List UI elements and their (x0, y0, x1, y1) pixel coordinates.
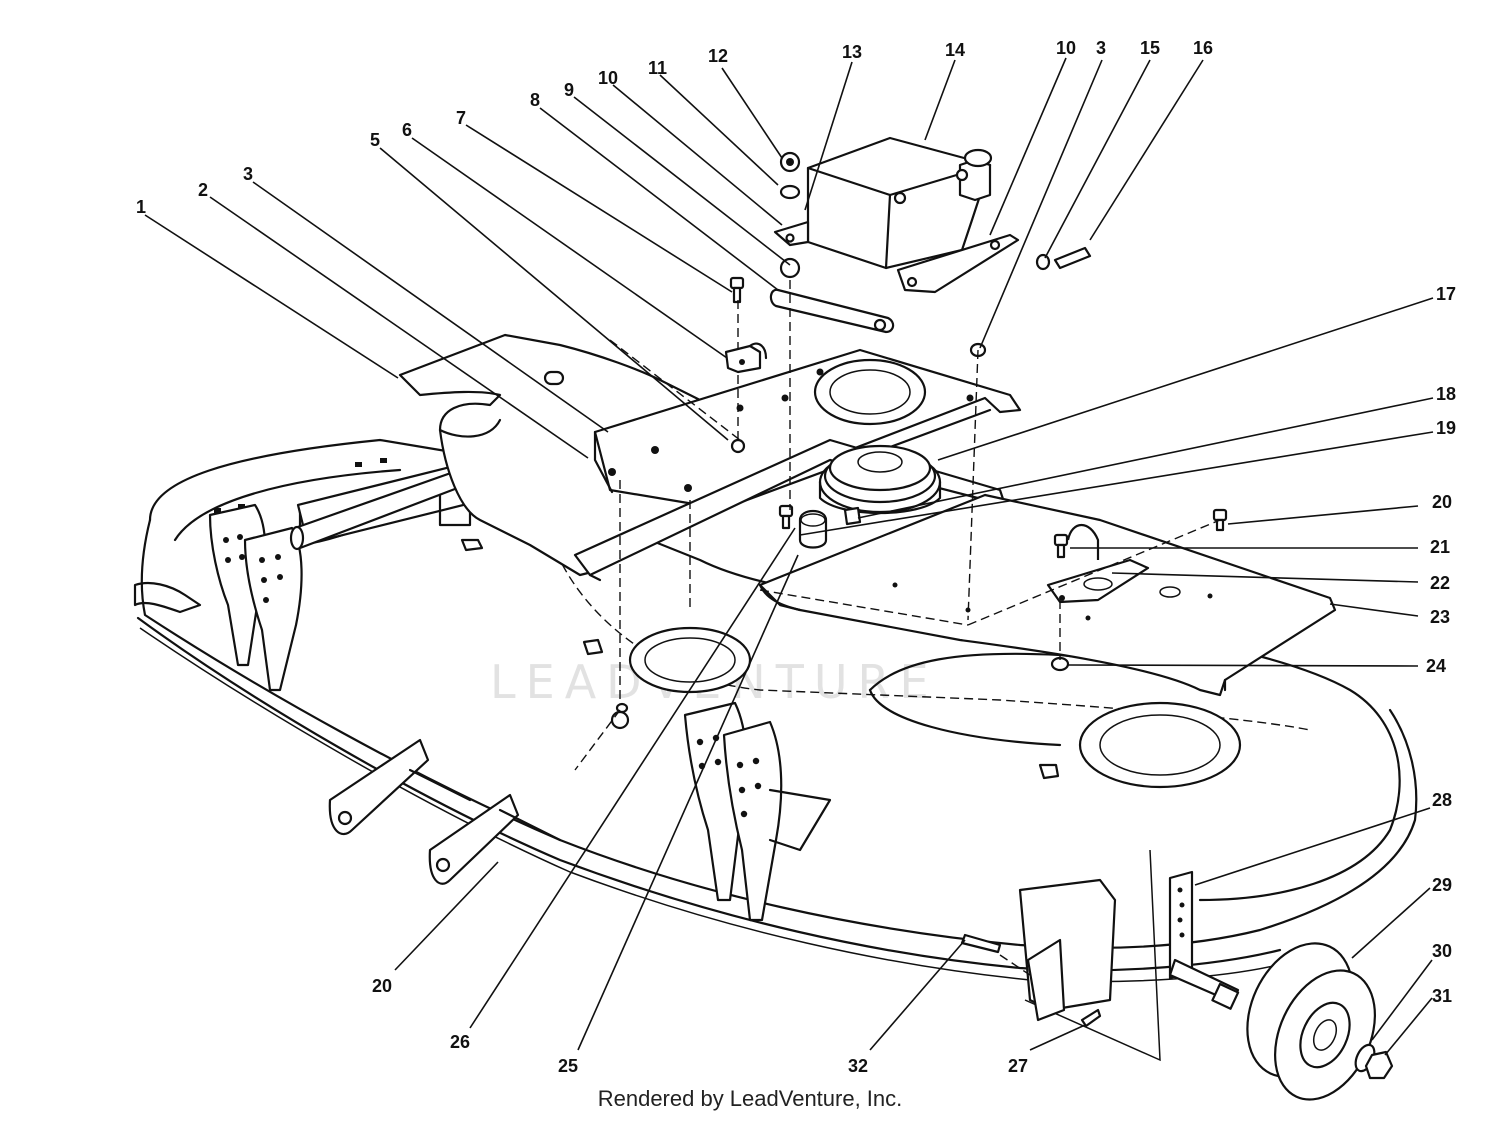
front-hanger-brackets (683, 701, 832, 922)
callout-17: 17 (1436, 284, 1456, 304)
callout-18: 18 (1436, 384, 1456, 404)
callout-25: 25 (558, 1056, 578, 1076)
callout-13: 13 (842, 42, 862, 62)
callout-12: 12 (708, 46, 728, 66)
callout-28: 28 (1432, 790, 1452, 810)
callout-20-right: 20 (1432, 492, 1452, 512)
leader-lines (144, 57, 1434, 1056)
callout-7: 7 (456, 108, 466, 128)
callout-26: 26 (450, 1032, 470, 1052)
render-credit: Rendered by LeadVenture, Inc. (597, 1086, 903, 1111)
callout-5: 5 (370, 130, 380, 150)
callout-22: 22 (1430, 573, 1450, 593)
callout-20-left: 20 (372, 976, 392, 996)
callout-1: 1 (136, 197, 146, 217)
callout-23: 23 (1430, 607, 1450, 627)
front-lift-arms (328, 738, 562, 885)
nut-and-spacer (778, 504, 862, 549)
right-cover-plate (758, 493, 1337, 697)
callout-31: 31 (1432, 986, 1452, 1006)
drive-pulley (818, 444, 942, 515)
callout-30: 30 (1432, 941, 1452, 961)
callout-2: 2 (198, 180, 208, 200)
callout-9: 9 (564, 80, 574, 100)
callout-24: 24 (1426, 656, 1446, 676)
callout-29: 29 (1432, 875, 1452, 895)
callout-labels: 1 2 3 5 6 7 8 9 10 11 12 13 14 10 3 15 1… (136, 38, 1456, 1076)
gearbox (773, 136, 1020, 294)
callout-19: 19 (1436, 418, 1456, 438)
callout-16: 16 (1193, 38, 1213, 58)
callout-10-left: 10 (598, 68, 618, 88)
callout-10-right: 10 (1056, 38, 1076, 58)
latch-bracket (1046, 523, 1150, 604)
callout-14: 14 (945, 40, 965, 60)
small-bracket (724, 276, 768, 374)
idler-arm (769, 288, 895, 334)
callout-32: 32 (848, 1056, 868, 1076)
callout-27: 27 (1008, 1056, 1028, 1076)
callout-3-right: 3 (1096, 38, 1106, 58)
rear-hanger-brackets (133, 503, 303, 692)
callout-3: 3 (243, 164, 253, 184)
callout-21: 21 (1430, 537, 1450, 557)
assembly-centerlines (574, 280, 1221, 976)
caster-wheel-assembly (960, 849, 1394, 1101)
callout-8: 8 (530, 90, 540, 110)
callout-6: 6 (402, 120, 412, 140)
callout-11: 11 (648, 58, 667, 78)
callout-15: 15 (1140, 38, 1160, 58)
gearbox-hardware (610, 151, 1228, 730)
